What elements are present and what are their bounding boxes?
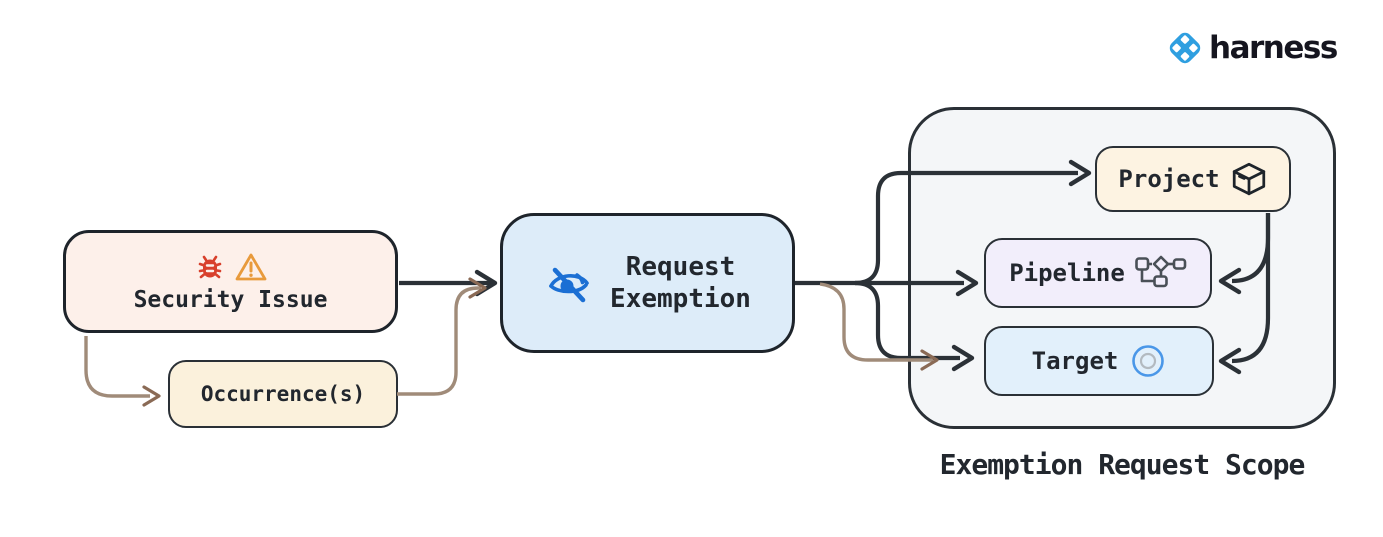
harness-logo-icon — [1169, 32, 1201, 64]
eye-off-icon — [549, 267, 589, 303]
node-occurrences: Occurrence(s) — [168, 360, 398, 428]
node-security-issue: Security Issue — [63, 230, 398, 333]
pipeline-icon — [1134, 255, 1187, 288]
arrowhead-request-brown — [468, 277, 487, 299]
edge-security-to-occurrences — [84, 336, 150, 398]
edge-occurrences-to-request — [397, 286, 481, 396]
node-request-exemption: Request Exemption — [500, 213, 795, 353]
bug-icon — [198, 255, 221, 278]
target-label: Target — [1031, 347, 1119, 375]
security-issue-icons — [194, 251, 268, 283]
package-icon — [1232, 162, 1265, 196]
warning-icon — [235, 253, 266, 280]
arrowhead-occurrences-brown — [142, 385, 161, 407]
node-project: Project — [1095, 146, 1291, 212]
security-issue-label: Security Issue — [133, 286, 328, 313]
harness-wordmark: harness — [1209, 30, 1338, 66]
harness-logo: harness — [1166, 29, 1338, 67]
target-icon — [1132, 345, 1165, 377]
node-target: Target — [984, 326, 1214, 396]
scope-caption: Exemption Request Scope — [939, 448, 1306, 481]
pipeline-label: Pipeline — [1009, 259, 1125, 287]
project-label: Project — [1118, 165, 1220, 193]
request-exemption-label: Request Exemption — [610, 251, 751, 315]
arrowhead-request-dark — [474, 269, 498, 297]
node-pipeline: Pipeline — [984, 238, 1212, 308]
occurrences-label: Occurrence(s) — [200, 382, 366, 406]
